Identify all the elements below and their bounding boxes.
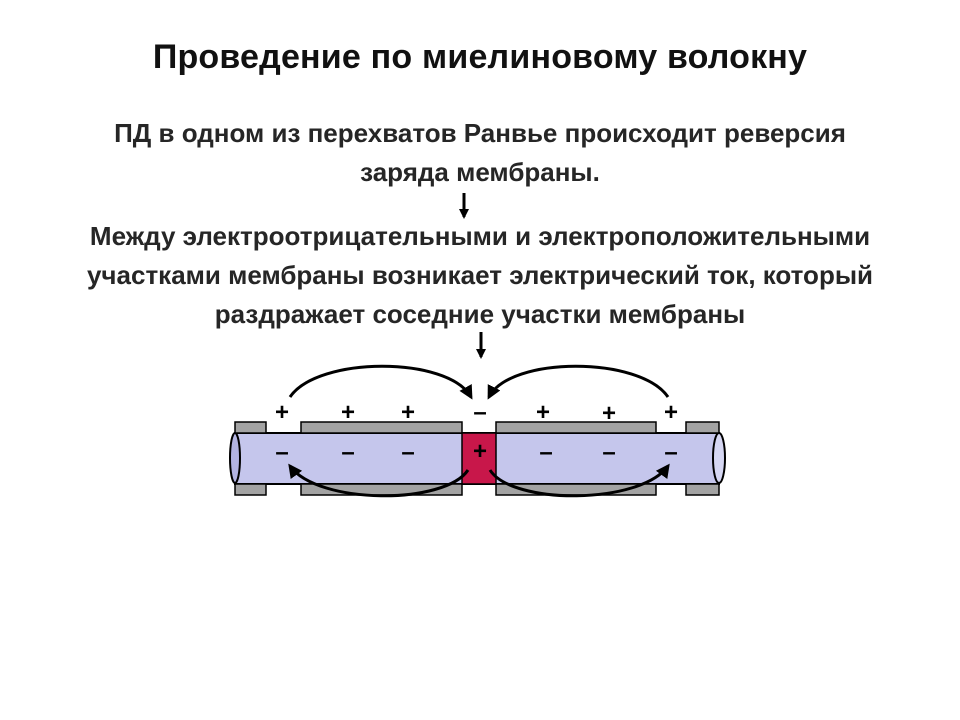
myelin-top-left-stub bbox=[234, 421, 267, 434]
axon-left-end bbox=[229, 432, 241, 484]
inner-current-arcs bbox=[288, 463, 670, 498]
outer-charge: + bbox=[275, 399, 289, 426]
paragraph-action-potential: ПД в одном из перехватов Ранвье происход… bbox=[0, 114, 960, 192]
inner-charges: – – – + – – – bbox=[275, 438, 677, 466]
myelin-top-segment-1 bbox=[300, 421, 463, 434]
inner-arc-left bbox=[288, 463, 470, 498]
outer-arc-right bbox=[487, 364, 670, 400]
outer-charge: + bbox=[536, 399, 550, 426]
paragraph-electric-current: Между электроотрицательными и электропол… bbox=[0, 217, 960, 334]
inner-charge: – bbox=[401, 439, 414, 466]
outer-charge: + bbox=[401, 399, 415, 426]
inner-charge: – bbox=[602, 439, 615, 466]
outer-charge: + bbox=[664, 399, 678, 426]
slide-title: Проведение по миелиновому волокну bbox=[152, 38, 808, 76]
paragraph-2-line-3: раздражает соседние участки мембраны bbox=[214, 299, 746, 329]
myelin-top-segment-2 bbox=[495, 421, 657, 434]
outer-current-arcs bbox=[288, 364, 670, 400]
paragraph-2-line-1: Между электроотрицательными и электропол… bbox=[89, 221, 871, 251]
myelin-bottom-left-stub bbox=[234, 483, 267, 496]
myelin-sheath bbox=[234, 421, 720, 496]
paragraph-2-line-2: участками мембраны возникает электрическ… bbox=[86, 260, 874, 290]
inner-charge: – bbox=[664, 439, 677, 466]
myelin-bottom-right-stub bbox=[685, 483, 720, 496]
inner-charge: + bbox=[473, 438, 487, 465]
paragraph-1-line-2: заряда мембраны. bbox=[360, 157, 600, 187]
ranvier-node-excited bbox=[461, 432, 497, 485]
outer-charges: + + + – + + + bbox=[275, 399, 678, 427]
outer-charge: + bbox=[602, 400, 616, 427]
myelin-top-right-stub bbox=[685, 421, 720, 434]
inner-charge: – bbox=[341, 439, 354, 466]
inner-arc-right bbox=[488, 463, 670, 498]
inner-charge: – bbox=[539, 439, 552, 466]
outer-arc-left bbox=[288, 364, 473, 400]
inner-charge: – bbox=[275, 439, 288, 466]
paragraph-1-line-1: ПД в одном из перехватов Ранвье происход… bbox=[114, 118, 846, 148]
outer-charge: – bbox=[473, 399, 486, 426]
axon-right-end bbox=[712, 432, 726, 484]
outer-charge: + bbox=[341, 399, 355, 426]
